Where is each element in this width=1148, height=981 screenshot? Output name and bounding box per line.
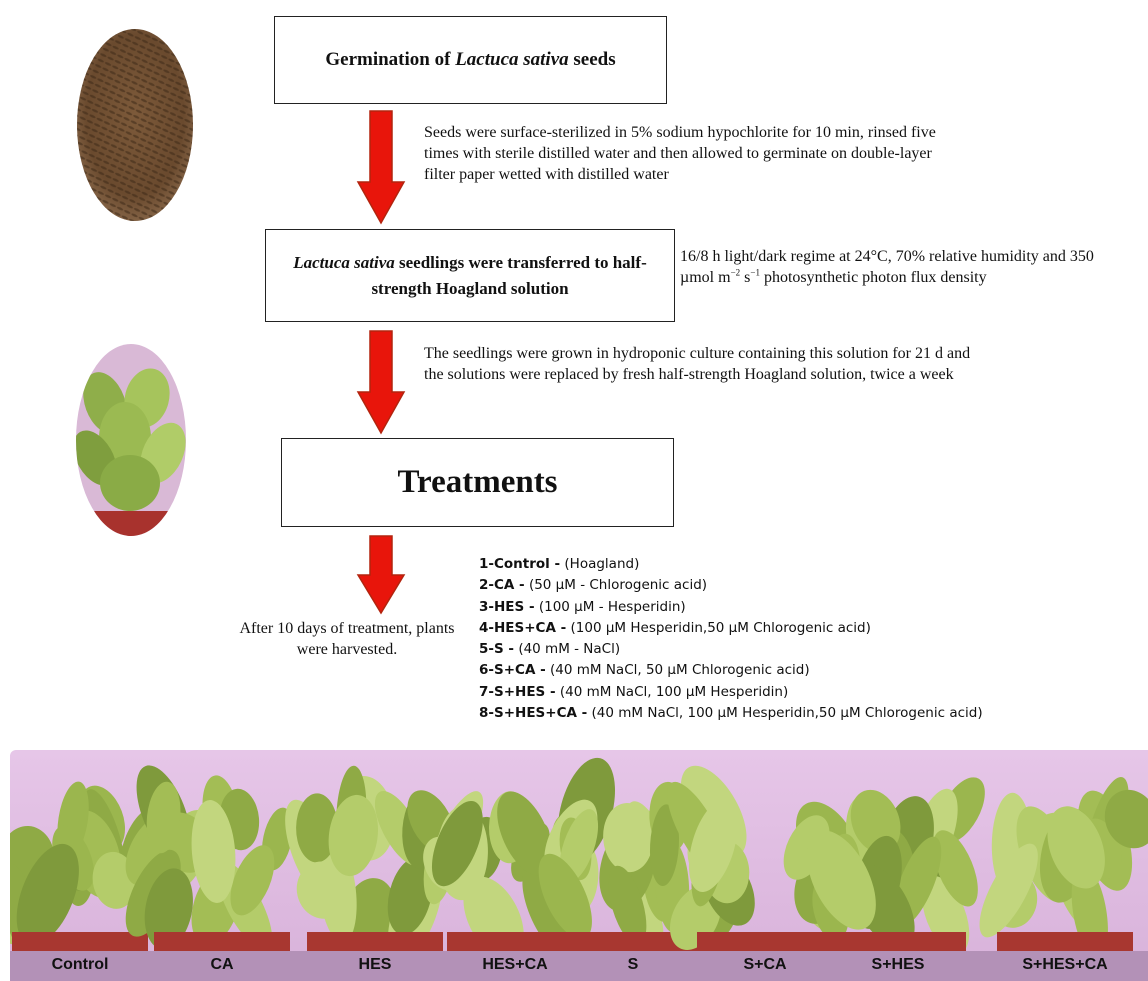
treatment-desc: (40 mM NaCl, 100 µM Hesperidin,50 µM Chl… (587, 705, 982, 721)
treatment-desc: (50 µM - Chlorogenic acid) (525, 577, 707, 593)
treatment-code: 2-CA - (479, 577, 525, 593)
treatment-code: 6-S+CA - (479, 662, 546, 678)
treatment-desc: (100 µM - Hesperidin) (535, 599, 686, 615)
transfer-text: seedlings were transferred to half-stren… (371, 253, 646, 298)
germination-suffix: seeds (569, 49, 616, 70)
label-s: S (628, 956, 639, 974)
treatment-desc: (Hoagland) (560, 556, 639, 572)
sterilization-note: Seeds were surface-sterilized in 5% sodi… (424, 122, 944, 185)
conditions-sup-1: −2 (731, 268, 741, 278)
label-s-ca: S+CA (743, 956, 786, 974)
treatments-box: Treatments (281, 438, 674, 527)
transfer-species: Lactuca sativa (293, 253, 395, 272)
treatments-list: 1-Control - (Hoagland) 2-CA - (50 µM - C… (479, 554, 1139, 724)
treatment-item: 8-S+HES+CA - (40 mM NaCl, 100 µM Hesperi… (479, 703, 1139, 724)
harvest-note: After 10 days of treatment, plants were … (222, 618, 472, 660)
conditions-text-b: s (740, 269, 750, 286)
transfer-box: Lactuca sativa seedlings were transferre… (265, 229, 675, 322)
treatment-item: 5-S - (40 mM - NaCl) (479, 639, 1139, 660)
germination-species: Lactuca sativa (455, 49, 568, 70)
lettuce-seeds-image (60, 25, 210, 225)
arrow-down-icon (356, 110, 406, 225)
label-hes-ca: HES+CA (482, 956, 547, 974)
treatment-item: 6-S+CA - (40 mM NaCl, 50 µM Chlorogenic … (479, 660, 1139, 681)
treatment-code: 4-HES+CA - (479, 620, 566, 636)
treatment-code: 1-Control - (479, 556, 560, 572)
treatment-desc: (40 mM - NaCl) (514, 641, 620, 657)
conditions-sup-2: −1 (750, 268, 760, 278)
treatment-item: 3-HES - (100 µM - Hesperidin) (479, 597, 1139, 618)
treatment-code: 3-HES - (479, 599, 535, 615)
label-control: Control (52, 956, 109, 974)
treatment-item: 1-Control - (Hoagland) (479, 554, 1139, 575)
label-ca: CA (210, 956, 233, 974)
arrow-down-icon (356, 535, 406, 615)
label-s-hes-ca: S+HES+CA (1022, 956, 1107, 974)
photo-label-bar: Control CA HES HES+CA S S+CA S+HES S+HES… (10, 951, 1148, 981)
treatment-item: 7-S+HES - (40 mM NaCl, 100 µM Hesperidin… (479, 682, 1139, 703)
germination-prefix: Germination of (325, 49, 455, 70)
conditions-text-c: photosynthetic photon flux density (760, 269, 987, 286)
treatment-plants-photo: Control CA HES HES+CA S S+CA S+HES S+HES… (10, 750, 1148, 981)
label-hes: HES (359, 956, 392, 974)
conditions-note: 16/8 h light/dark regime at 24°C, 70% re… (680, 246, 1110, 288)
label-s-hes: S+HES (872, 956, 925, 974)
treatment-code: 7-S+HES - (479, 684, 556, 700)
germination-box: Germination of Lactuca sativa seeds (274, 16, 667, 104)
treatments-title: Treatments (397, 464, 557, 501)
treatment-item: 4-HES+CA - (100 µM Hesperidin,50 µM Chlo… (479, 618, 1139, 639)
treatment-code: 5-S - (479, 641, 514, 657)
treatment-desc: (100 µM Hesperidin,50 µM Chlorogenic aci… (566, 620, 871, 636)
hydroponic-note: The seedlings were grown in hydroponic c… (424, 343, 984, 385)
lettuce-plants-image (10, 750, 1148, 981)
treatment-desc: (40 mM NaCl, 100 µM Hesperidin) (556, 684, 789, 700)
treatment-code: 8-S+HES+CA - (479, 705, 587, 721)
arrow-down-icon (356, 330, 406, 435)
lettuce-seedlings-image (75, 343, 187, 538)
treatment-item: 2-CA - (50 µM - Chlorogenic acid) (479, 575, 1139, 596)
treatment-desc: (40 mM NaCl, 50 µM Chlorogenic acid) (546, 662, 810, 678)
